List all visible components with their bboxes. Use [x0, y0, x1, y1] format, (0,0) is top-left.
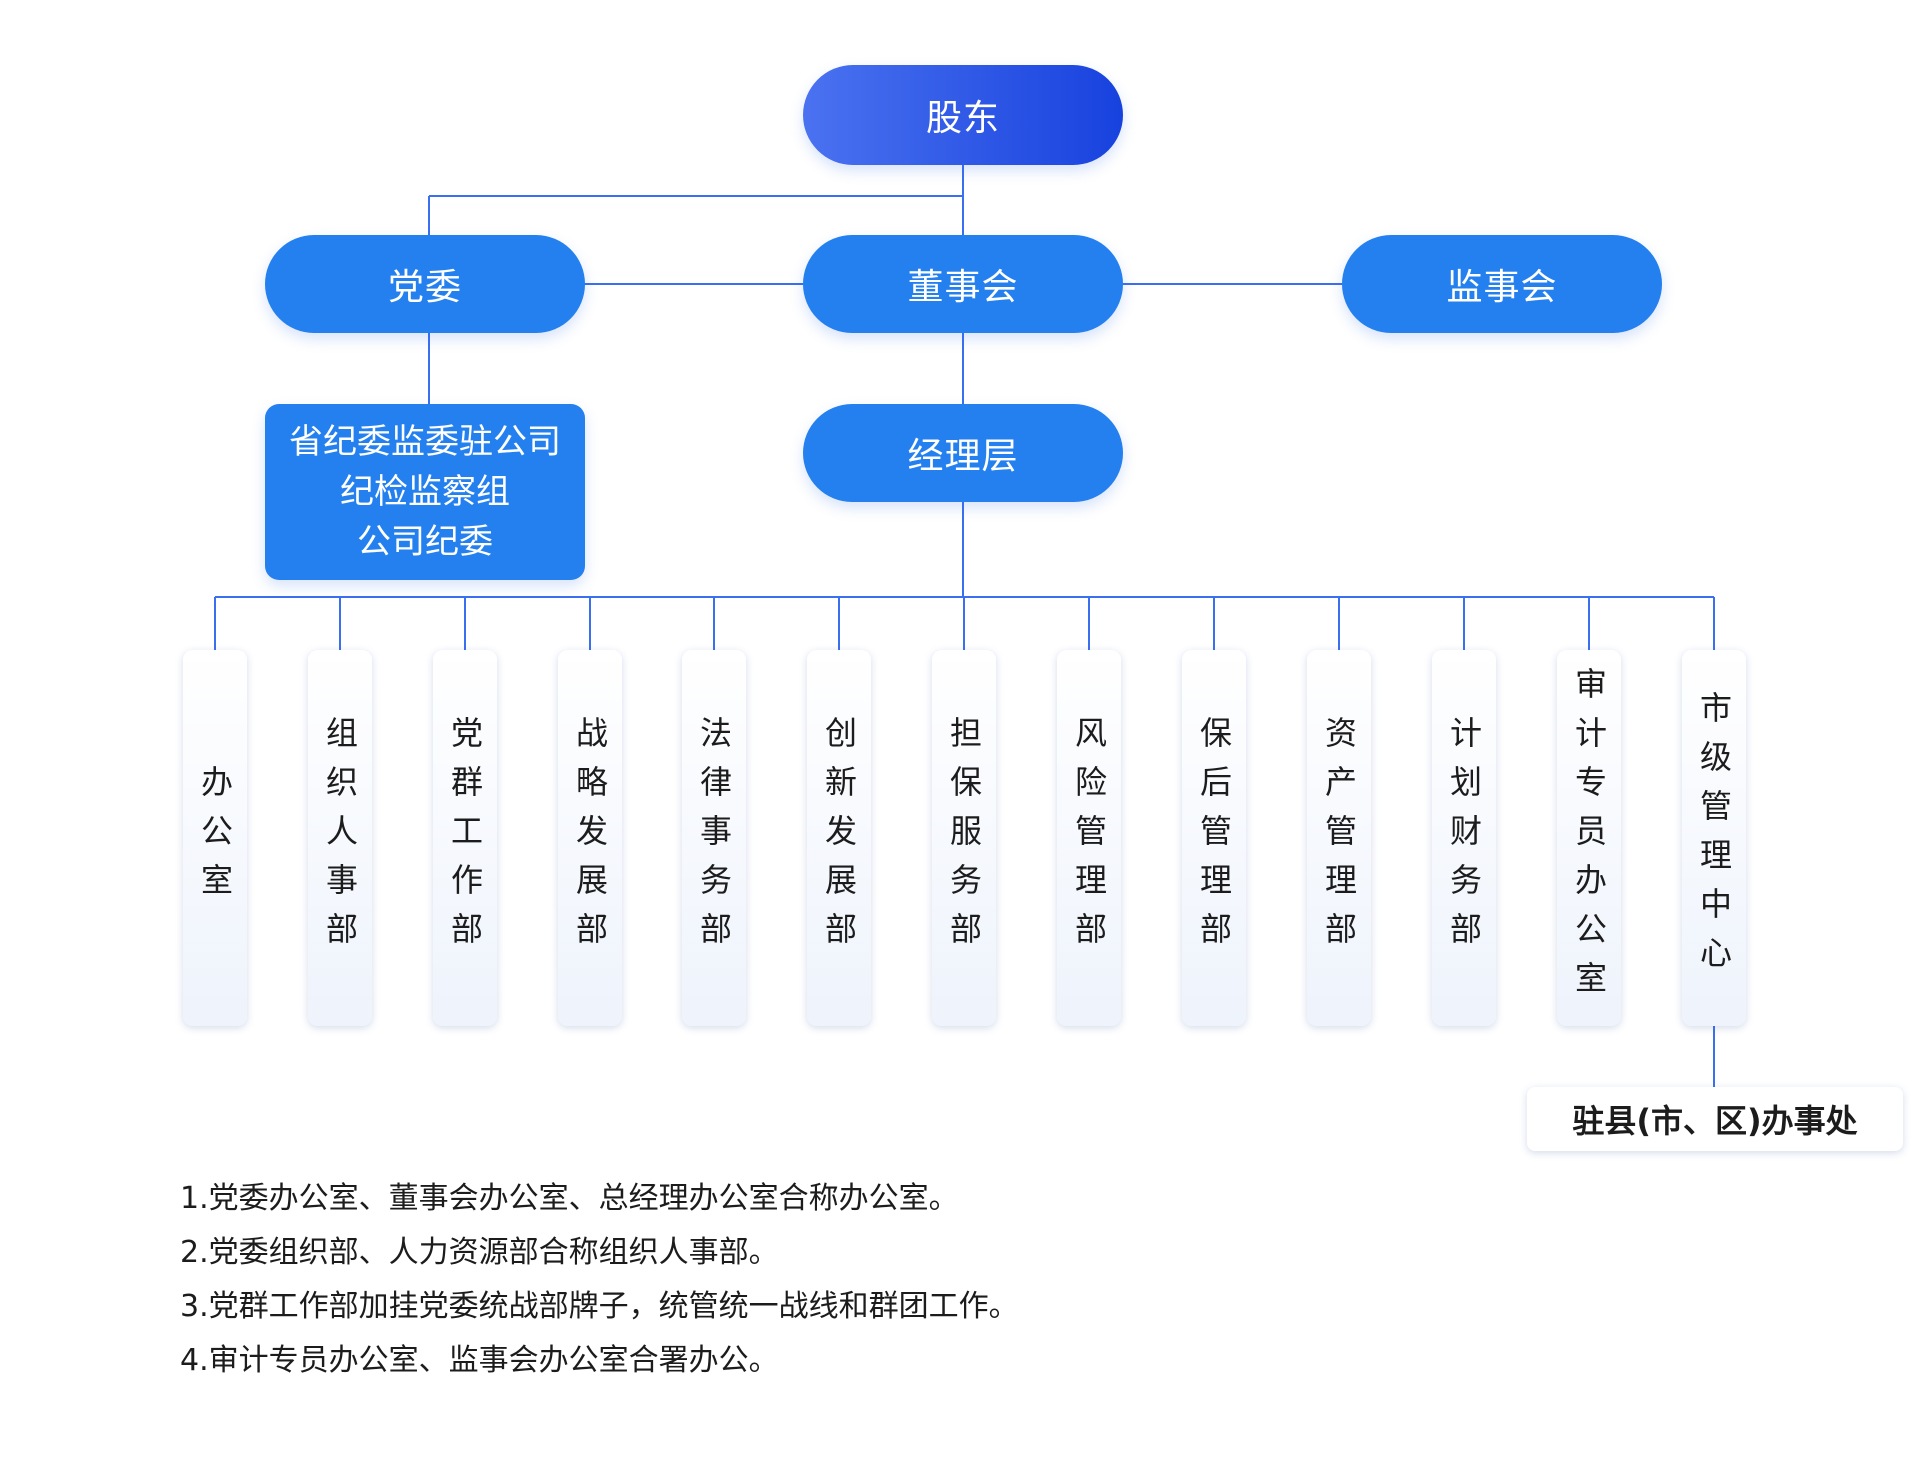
department-label: 审计专员办公室 [1570, 666, 1608, 1010]
department-box: 创新发展部 [807, 650, 871, 1026]
footnote-3: 3.党群工作部加挂党委统战部牌子，统管统一战线和群团工作。 [180, 1289, 1019, 1324]
footnote-2: 2.党委组织部、人力资源部合称组织人事部。 [180, 1235, 779, 1270]
discipline-line-3: 公司纪委 [357, 522, 493, 562]
footnote-1: 1.党委办公室、董事会办公室、总经理办公室合称办公室。 [180, 1181, 959, 1216]
department-box: 法律事务部 [682, 650, 746, 1026]
board-label: 董事会 [907, 267, 1019, 308]
department-label: 资产管理部 [1320, 715, 1358, 961]
party-committee-node: 党委 [265, 235, 585, 333]
management-label: 经理层 [907, 436, 1019, 477]
county-office-node: 驻县(市、区)办事处 [1527, 1087, 1903, 1151]
department-label: 市级管理中心 [1695, 691, 1733, 985]
department-label: 保后管理部 [1195, 715, 1233, 961]
discipline-line-1: 省纪委监委驻公司 [289, 422, 561, 462]
department-box: 审计专员办公室 [1557, 650, 1621, 1026]
department-label: 办公室 [196, 764, 234, 912]
department-box: 保后管理部 [1182, 650, 1246, 1026]
department-label: 法律事务部 [695, 715, 733, 961]
supervisory-board-node: 监事会 [1342, 235, 1662, 333]
county-office-label: 驻县(市、区)办事处 [1572, 1102, 1858, 1140]
footnote-4: 4.审计专员办公室、监事会办公室合署办公。 [180, 1343, 779, 1378]
discipline-line-2: 纪检监察组 [340, 472, 510, 512]
department-box: 市级管理中心 [1682, 650, 1746, 1026]
department-box: 党群工作部 [433, 650, 497, 1026]
department-label: 计划财务部 [1445, 715, 1483, 961]
footnotes: 1.党委办公室、董事会办公室、总经理办公室合称办公室。 2.党委组织部、人力资源… [180, 1172, 1019, 1388]
department-box: 组织人事部 [308, 650, 372, 1026]
department-label: 战略发展部 [571, 715, 609, 961]
department-label: 风险管理部 [1070, 715, 1108, 961]
department-label: 创新发展部 [820, 715, 858, 961]
department-box: 资产管理部 [1307, 650, 1371, 1026]
department-label: 党群工作部 [446, 715, 484, 961]
party-committee-label: 党委 [387, 267, 462, 308]
shareholders-node: 股东 [803, 65, 1123, 165]
department-box: 计划财务部 [1432, 650, 1496, 1026]
department-box: 担保服务部 [932, 650, 996, 1026]
department-label: 担保服务部 [945, 715, 983, 961]
board-node: 董事会 [803, 235, 1123, 333]
department-label: 组织人事部 [321, 715, 359, 961]
discipline-node: 省纪委监委驻公司 纪检监察组 公司纪委 [265, 404, 585, 580]
management-node: 经理层 [803, 404, 1123, 502]
department-box: 办公室 [183, 650, 247, 1026]
supervisory-board-label: 监事会 [1446, 267, 1558, 308]
shareholders-label: 股东 [925, 98, 1000, 139]
department-box: 风险管理部 [1057, 650, 1121, 1026]
department-box: 战略发展部 [558, 650, 622, 1026]
